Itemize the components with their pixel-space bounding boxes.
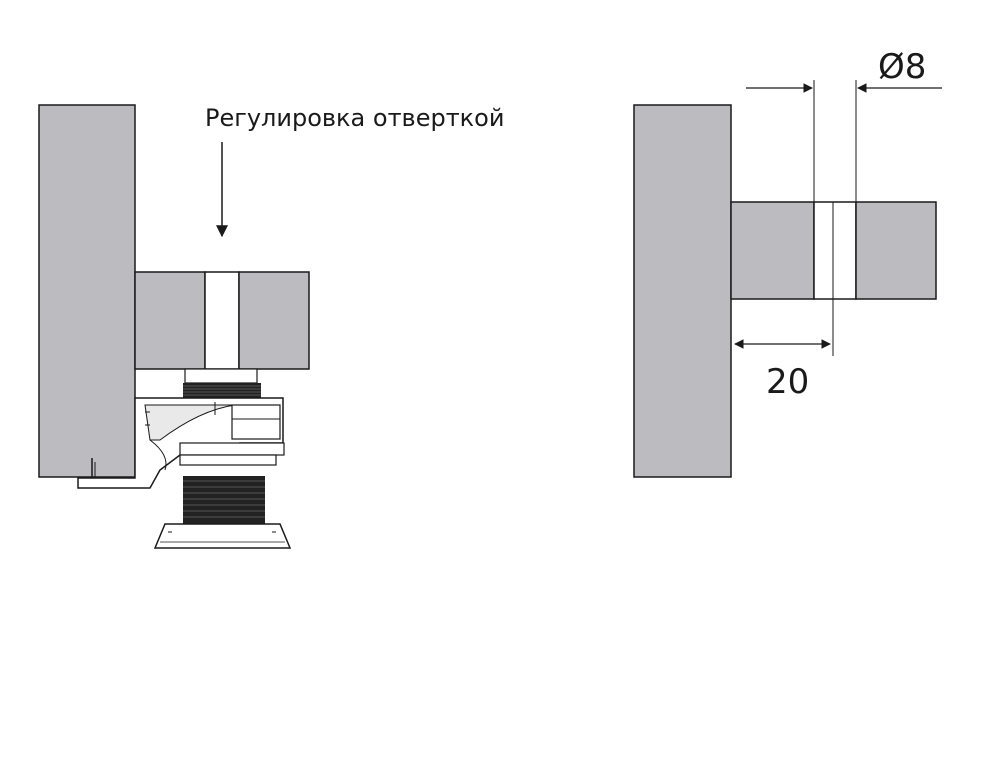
base-panel-right-view-right	[855, 201, 937, 300]
base-panel-right-part	[238, 271, 310, 370]
lower-thread	[183, 476, 265, 524]
hole-offset-label: 20	[766, 362, 809, 402]
base-panel-left-part	[134, 271, 206, 370]
side-panel-right	[633, 104, 732, 478]
leveler-base	[153, 523, 292, 549]
hole-diameter-label: Ø8	[878, 47, 926, 87]
base-panel-right-view-left	[730, 201, 815, 300]
right-dimension-view: Ø8 20	[633, 47, 942, 478]
adjust-note-label: Регулировка отверткой	[205, 104, 504, 132]
leveler-foot	[77, 368, 292, 549]
upper-thread	[183, 383, 261, 399]
left-assembly-view: Регулировка отверткой	[38, 104, 504, 549]
base-panel-hole	[204, 271, 240, 370]
side-panel-left	[38, 104, 136, 478]
hole-section	[813, 201, 857, 300]
